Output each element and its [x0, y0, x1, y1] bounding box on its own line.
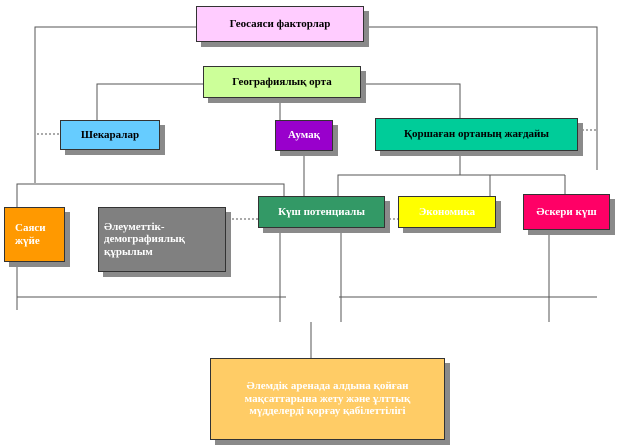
kush-potential-label: Күш потенциалы	[278, 205, 365, 218]
aleumet-box: Әлеуметтік-демографиялық құрылым	[98, 207, 226, 272]
aleumet-label: Әлеуметтік-демографиялық құрылым	[104, 220, 185, 258]
geograph-box: Географиялық орта	[203, 66, 361, 98]
shekara-label: Шекаралар	[80, 128, 140, 141]
ekonomika-label: Экономика	[418, 205, 476, 218]
aumak-box: Аумақ	[275, 120, 333, 151]
alemdik-box: Әлемдік аренада алдына қойған мақсаттары…	[210, 358, 445, 440]
sayasi-label: Саяси жүйе	[15, 221, 46, 247]
geosaysi-label: Геосаяси факторлар	[229, 17, 331, 30]
shekara-box: Шекаралар	[60, 120, 160, 150]
aumak-label: Аумақ	[287, 129, 320, 142]
askeri-label: Әскери күш	[536, 205, 597, 218]
kush-potential-box: Күш потенциалы	[258, 196, 385, 228]
ekonomika-box: Экономика	[398, 196, 496, 228]
geograph-label: Географиялық орта	[232, 75, 332, 88]
askeri-box: Әскери күш	[523, 194, 610, 230]
sayasi-box: Саяси жүйе	[4, 207, 65, 262]
korshagan-label: Қоршаған ортаның жағдайы	[404, 128, 549, 141]
korshagan-box: Қоршаған ортаның жағдайы	[375, 118, 578, 151]
alemdik-label: Әлемдік аренада алдына қойған мақсаттары…	[244, 380, 411, 418]
geosaysi-box: Геосаяси факторлар	[196, 6, 364, 42]
